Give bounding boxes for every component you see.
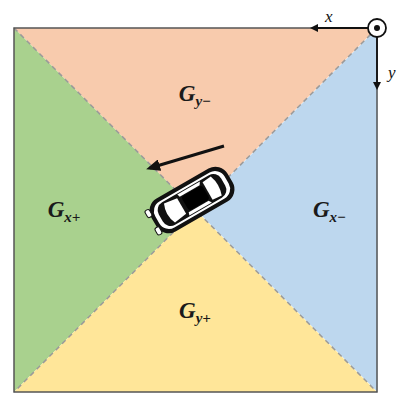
region: Gy+	[14, 210, 377, 392]
region-label: Gy−	[179, 82, 211, 109]
diagonal	[14, 28, 377, 392]
region-label: Gy+	[179, 299, 211, 326]
z-axis-dot	[374, 25, 380, 31]
z-axis-symbol	[368, 19, 386, 37]
axis-label: y	[388, 64, 396, 81]
x-axis-arrow	[312, 27, 368, 29]
border	[14, 28, 377, 392]
car	[142, 162, 240, 240]
diagonal	[14, 28, 377, 392]
y-axis-arrow	[376, 37, 378, 88]
region-label: Gx−	[313, 198, 346, 225]
axis-label: x	[325, 8, 333, 25]
motion-arrow	[150, 146, 224, 168]
region-label: Gx+	[48, 198, 81, 225]
